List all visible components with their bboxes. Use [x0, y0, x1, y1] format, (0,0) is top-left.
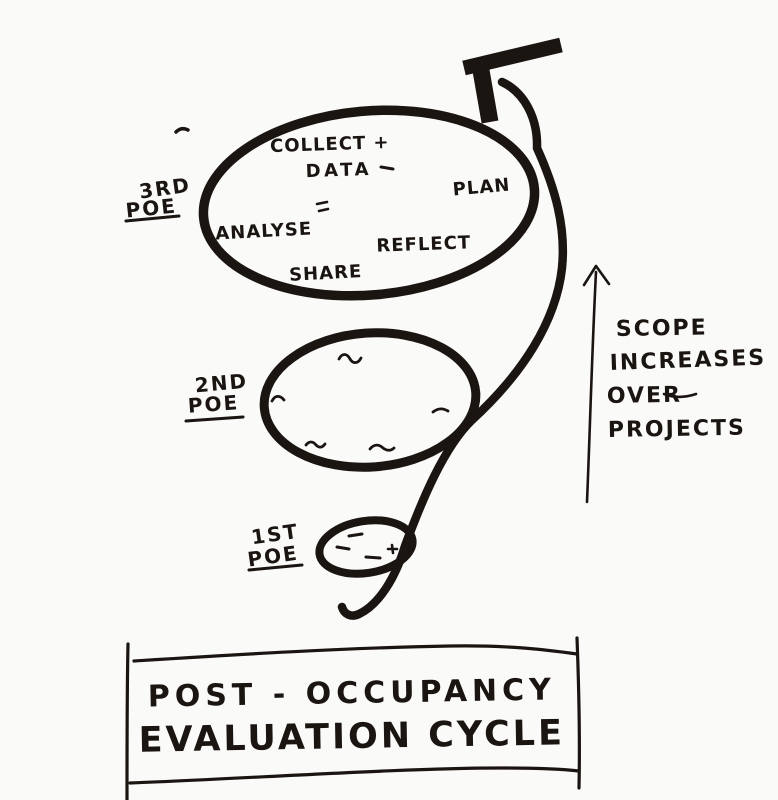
step-plan-label: PLAN — [452, 175, 511, 201]
dash-top — [347, 532, 364, 538]
title-box-left — [125, 642, 130, 800]
squiggle-left — [270, 394, 286, 403]
label-2nd-poe-text: POE — [187, 390, 240, 418]
plus-mark — [386, 543, 399, 555]
diagram-title-line2: EVALUATION CYCLE — [138, 713, 565, 760]
label-1st-poe-underline — [247, 563, 304, 572]
spiral-loop-2nd-poe — [259, 328, 481, 472]
stray-tick-mark — [174, 126, 190, 134]
arrow-up-icon — [462, 37, 563, 124]
title-box-bottom — [128, 766, 581, 785]
spiral-connector — [337, 77, 568, 620]
scope-arrow-head — [582, 264, 611, 287]
label-2nd-poe: 2ND POE — [184, 369, 249, 423]
over-dash-mark — [662, 392, 698, 399]
title-box-top — [132, 644, 579, 663]
title-box: POST - OCCUPANCY EVALUATION CYCLE — [125, 636, 581, 800]
label-1st-poe: 1ST POE — [246, 519, 304, 572]
scope-arrow-shaft — [585, 270, 598, 504]
scope-note-line2: INCREASES — [609, 346, 766, 376]
title-box-right — [575, 636, 581, 790]
scope-note-line1: SCOPE — [616, 315, 708, 342]
step-share-label: SHARE — [289, 261, 363, 286]
step-collect-label: COLLECT + — [270, 132, 390, 157]
label-2nd-poe-underline — [184, 415, 245, 423]
squiggle-bottom — [368, 443, 396, 452]
label-3rd-poe: 3RD POE — [124, 173, 192, 223]
scope-note-line4: PROJECTS — [608, 416, 746, 443]
step-analyse-label: ANALYSE — [215, 218, 313, 244]
scope-note: SCOPE INCREASES OVER PROJECTS — [607, 315, 767, 443]
step-reflect-label: REFLECT — [376, 232, 471, 256]
equals-mark — [315, 200, 330, 213]
diagram-title-line1: POST - OCCUPANCY — [148, 672, 557, 714]
label-3rd-poe-underline — [124, 214, 181, 223]
dash-bottom — [364, 555, 382, 560]
step-data-label: DATA — [305, 159, 372, 182]
spiral-loop-1st-poe — [315, 516, 417, 578]
squiggle-top — [337, 353, 363, 365]
squiggle-bottom-left — [304, 440, 327, 449]
data-dash-mark — [379, 165, 395, 171]
spiral-loop-3rd-poe — [198, 105, 540, 301]
arrowhead-side-bar — [470, 57, 499, 124]
scope-arrow-icon — [582, 264, 611, 504]
dash-marks-1st-loop — [335, 532, 399, 560]
label-2nd-poe-ordinal: 2ND — [194, 369, 249, 398]
squiggle-marks-2nd-loop — [270, 353, 450, 452]
dash-left — [335, 545, 351, 551]
squiggle-right — [431, 407, 450, 414]
